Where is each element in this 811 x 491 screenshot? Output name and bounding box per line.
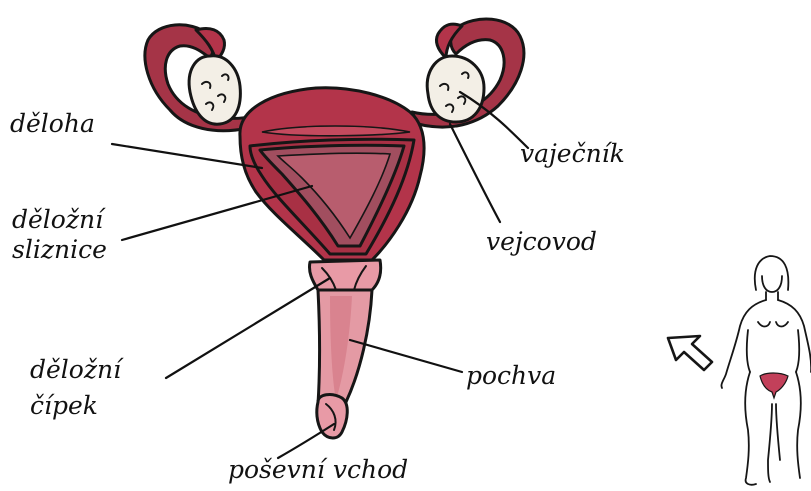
leader-vaginal-opening [278, 424, 334, 458]
label-vagina: pochva [466, 361, 556, 390]
label-cervix-line2: čípek [30, 391, 98, 420]
leader-cervix [166, 278, 330, 378]
label-cervix-line1: děložní [30, 355, 124, 384]
label-fallopian-tube: vejcovod [486, 227, 597, 256]
figure-uterus-marker [760, 373, 788, 398]
arrow-up-left-icon [668, 336, 712, 370]
female-figure-icon [721, 256, 811, 485]
label-vaginal-opening: poševní vchod [228, 455, 408, 484]
cervix [309, 260, 380, 290]
leader-fallopian-tube [450, 124, 500, 222]
label-ovary: vaječník [520, 139, 625, 168]
label-endometrium-line1: děložní [12, 205, 106, 234]
uterus [240, 88, 424, 260]
ovary-right [427, 56, 484, 122]
leader-vagina [350, 340, 462, 372]
label-endometrium-line2: sliznice [12, 235, 107, 264]
label-uterus: děloha [10, 109, 95, 138]
